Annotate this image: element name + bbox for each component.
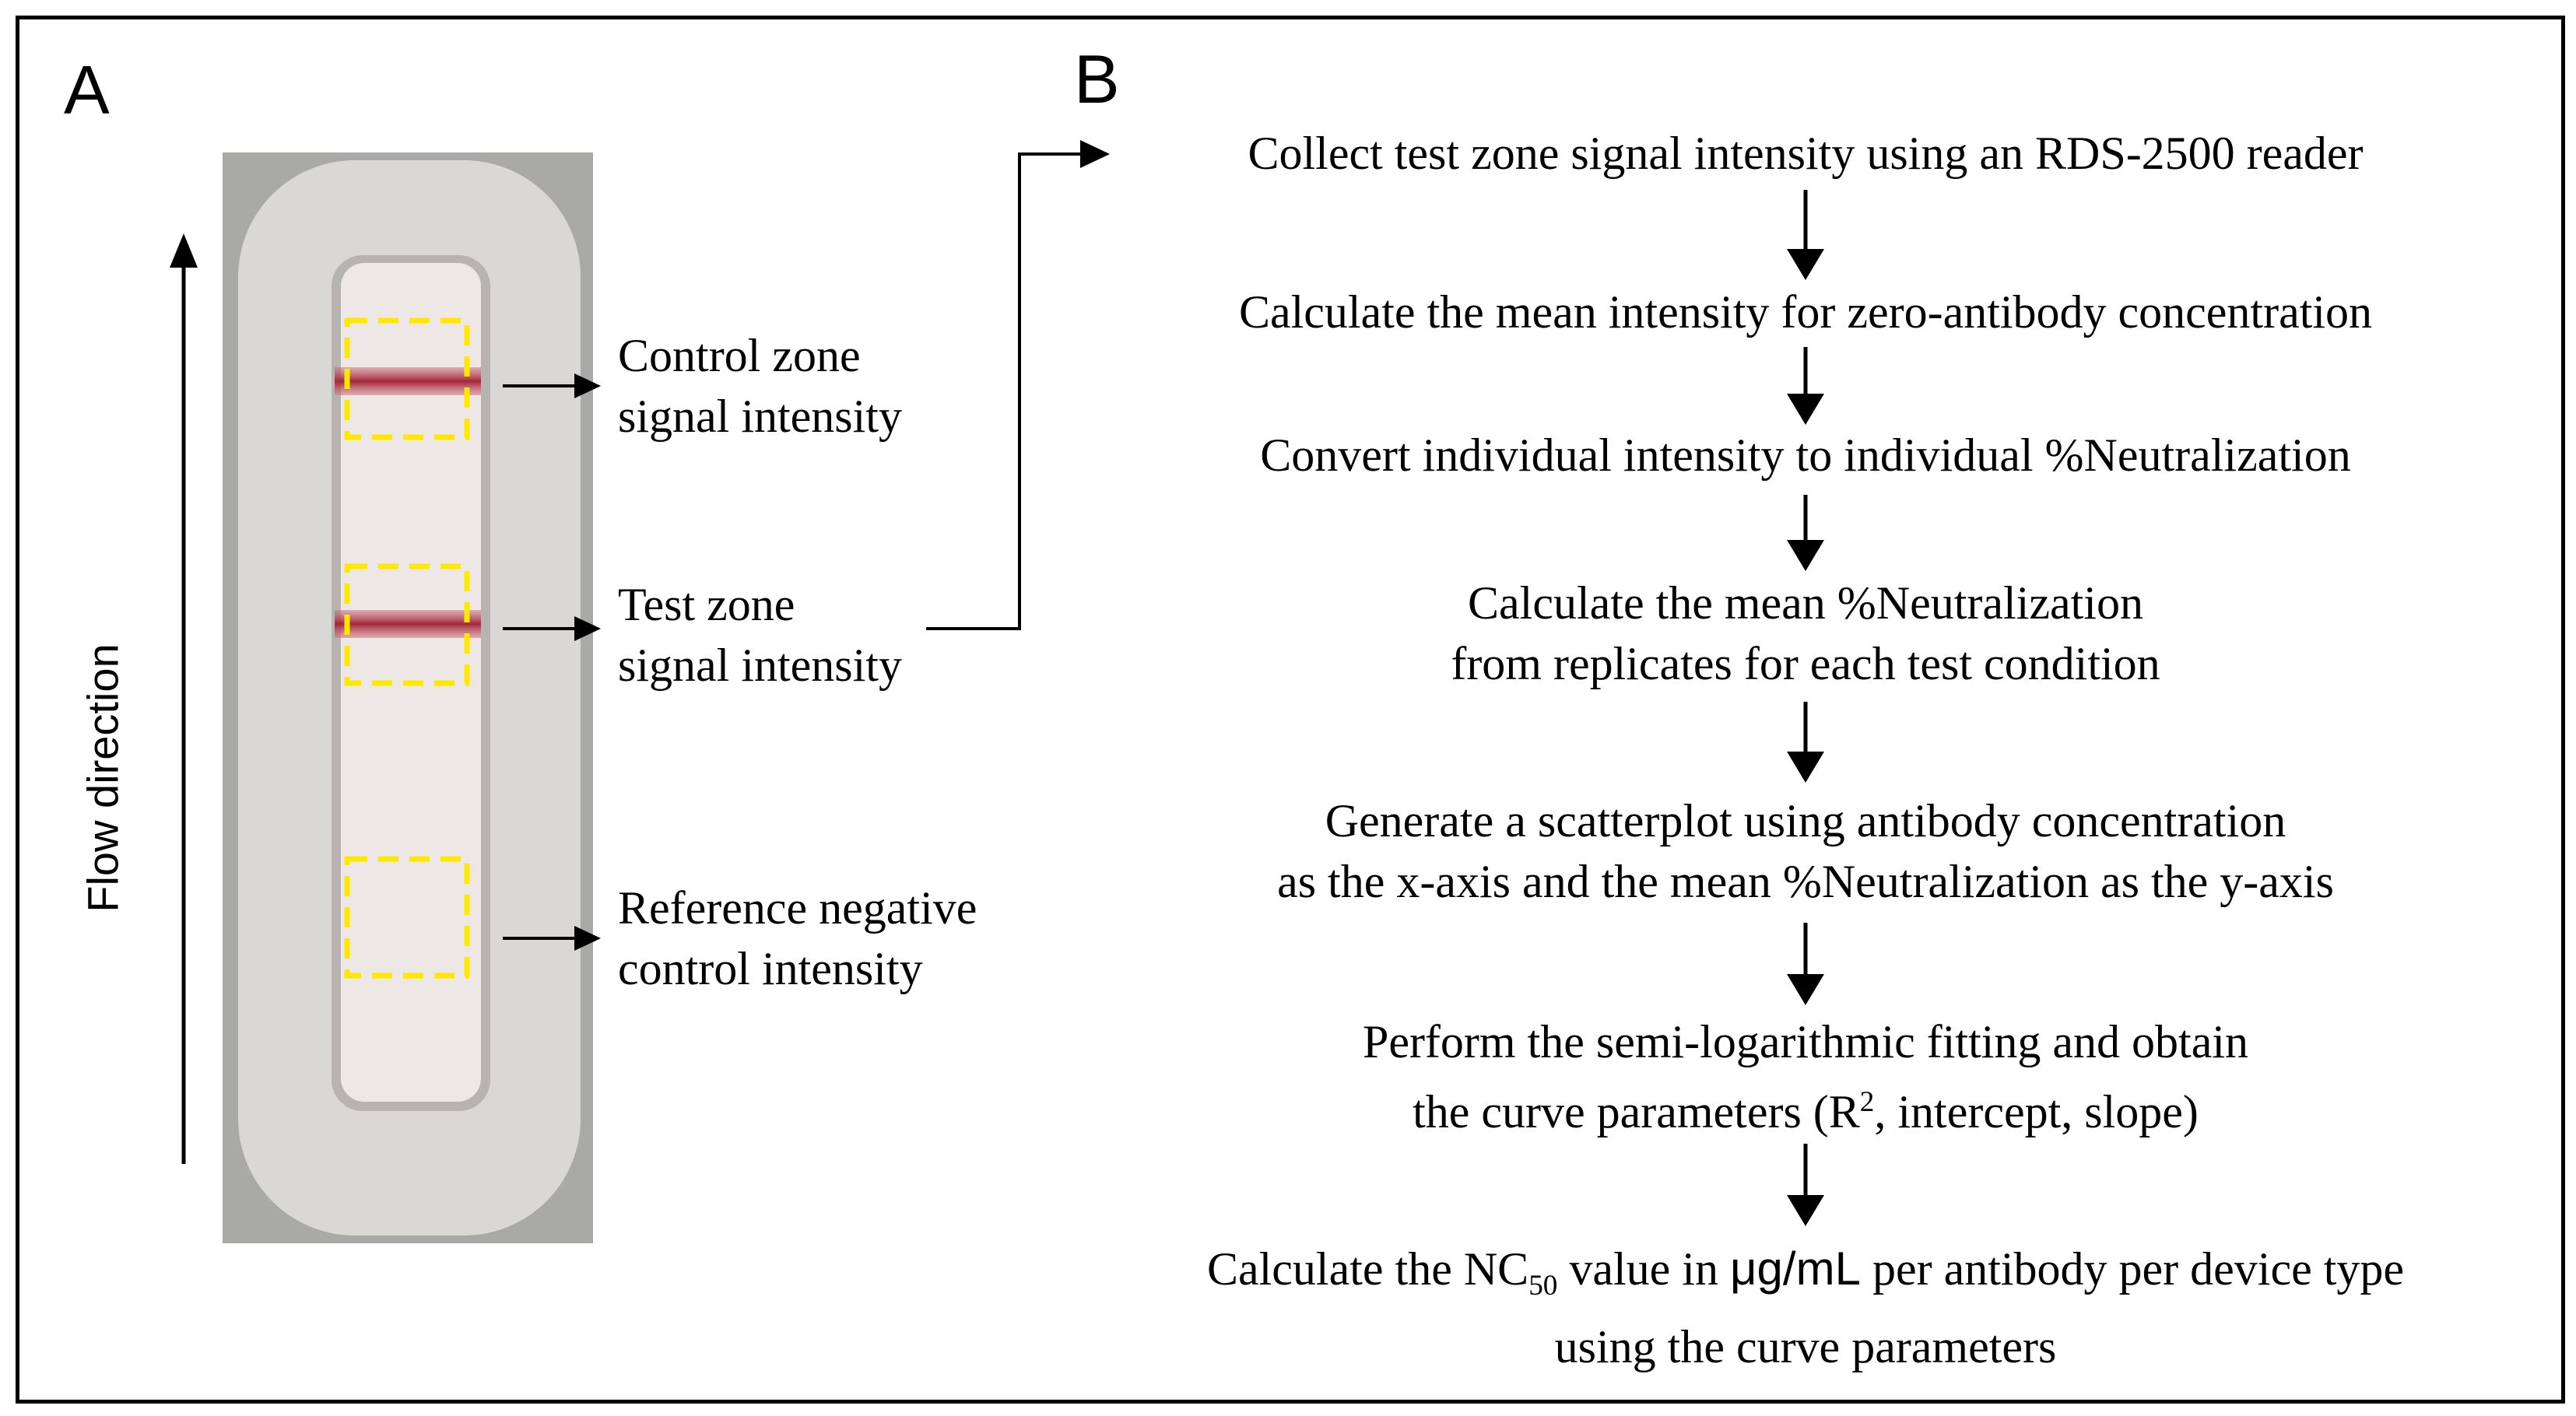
- step-4-line2: from replicates for each test condition: [1451, 638, 2160, 689]
- step-5-line1: Generate a scatterplot using antibody co…: [1325, 795, 2286, 846]
- step-5-line2: as the x-axis and the mean %Neutralizati…: [1277, 856, 2334, 907]
- step-6-line1: Perform the semi-logarithmic fitting and…: [1362, 1016, 2249, 1067]
- step-3-text: Convert individual intensity to individu…: [1260, 429, 2351, 481]
- step-calculate-nc50: Calculate the NC50 value in μg/mL per an…: [1051, 1239, 2560, 1377]
- step-generate-scatterplot: Generate a scatterplot using antibody co…: [1051, 790, 2560, 912]
- unit-ug-per-ml: μg/mL: [1729, 1243, 1861, 1295]
- step-6-line2-pre: the curve parameters (R: [1413, 1086, 1860, 1137]
- step-7-line1: Calculate the NC50 value in μg/mL per an…: [1051, 1239, 2560, 1316]
- step-7-line2: using the curve parameters: [1554, 1321, 2057, 1372]
- step-2-text: Calculate the mean intensity for zero-an…: [1238, 286, 2373, 338]
- panel-a-letter: A: [64, 51, 110, 128]
- test-zone-label: Test zone signal intensity: [618, 574, 902, 696]
- step-semilog-fitting: Perform the semi-logarithmic fitting and…: [1051, 1011, 2560, 1142]
- panel-b-letter: B: [1074, 40, 1120, 117]
- test-zone-box: [344, 563, 470, 686]
- step-6-line2: the curve parameters (R2, intercept, slo…: [1051, 1072, 2560, 1142]
- control-zone-label: Control zone signal intensity: [618, 325, 902, 447]
- test-zone-label-line1: Test zone: [618, 579, 795, 630]
- step-mean-intensity: Calculate the mean intensity for zero-an…: [1051, 282, 2560, 342]
- r-squared-superscript: 2: [1859, 1086, 1875, 1118]
- step-mean-neutralization: Calculate the mean %Neutralization from …: [1051, 573, 2560, 694]
- step-convert-neutralization: Convert individual intensity to individu…: [1051, 425, 2560, 485]
- reference-zone-box: [344, 856, 470, 979]
- step-1-text: Collect test zone signal intensity using…: [1248, 128, 2364, 179]
- reference-zone-label-line1: Reference negative: [618, 882, 977, 934]
- step-7-mid: value in: [1557, 1243, 1730, 1295]
- step-collect-intensity: Collect test zone signal intensity using…: [1051, 123, 2560, 184]
- control-zone-box: [344, 317, 470, 440]
- test-zone-label-line2: signal intensity: [618, 640, 902, 691]
- nc50-subscript: 50: [1528, 1270, 1558, 1302]
- step-7-pre: Calculate the NC: [1206, 1243, 1529, 1295]
- step-7-post: per antibody per device type: [1860, 1243, 2405, 1295]
- flow-arrowhead: [170, 233, 198, 268]
- control-band: [335, 367, 481, 395]
- control-zone-label-line2: signal intensity: [618, 391, 902, 442]
- test-band: [335, 610, 481, 638]
- step-6-line2-post: , intercept, slope): [1874, 1086, 2199, 1137]
- reference-zone-label-line2: control intensity: [618, 943, 923, 994]
- panel-connector-arrow: [926, 152, 1082, 630]
- flow-direction-label: Flow direction: [78, 643, 128, 913]
- reference-zone-label: Reference negative control intensity: [618, 878, 977, 999]
- step-4-line1: Calculate the mean %Neutralization: [1468, 577, 2143, 629]
- control-zone-label-line1: Control zone: [618, 330, 861, 381]
